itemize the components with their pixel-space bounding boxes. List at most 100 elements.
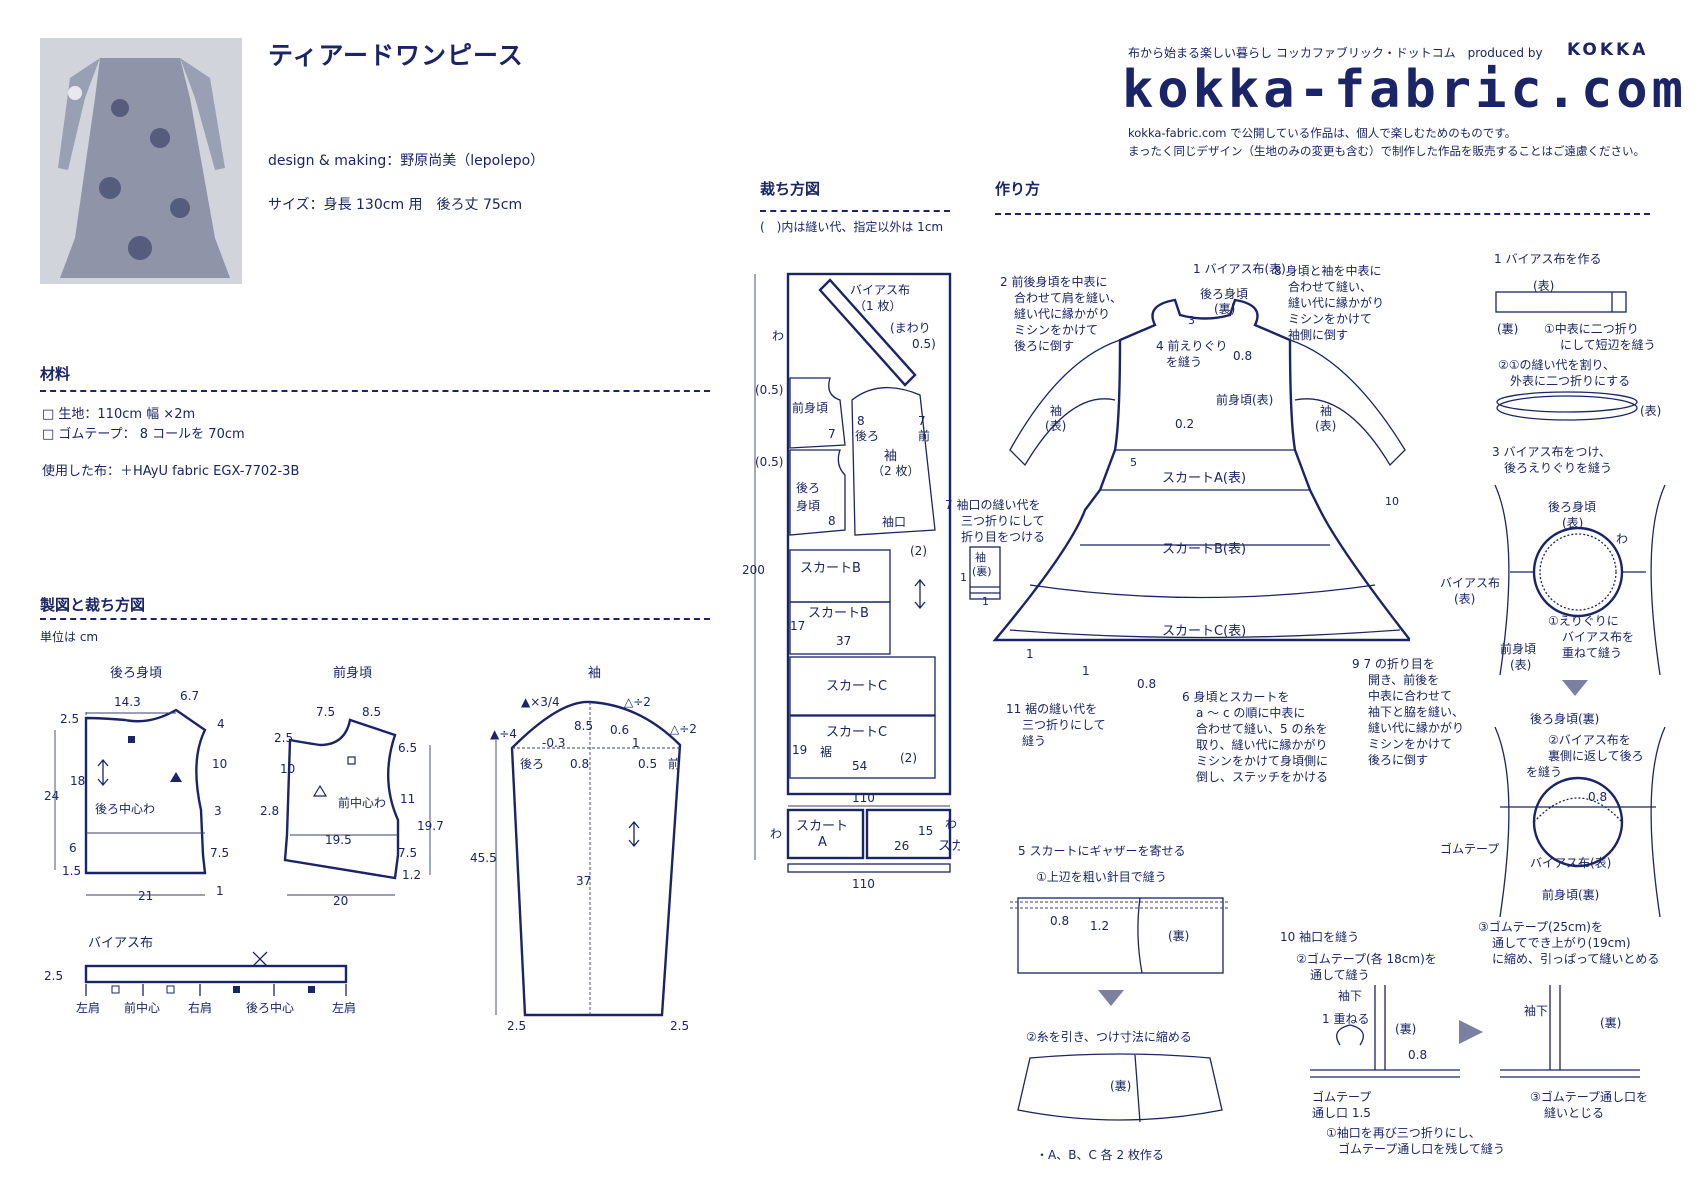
step-7-line-2: 三つ折りにして (961, 514, 1045, 528)
svg-text:前身頃: 前身頃 (792, 400, 828, 415)
neck2-step-a: ②バイアス布を (1548, 733, 1631, 747)
howto-divider (995, 213, 1650, 215)
neck-back-label: 後ろ身頃 (1548, 500, 1597, 514)
product-photo (40, 38, 242, 284)
svg-text:0.5): 0.5) (912, 337, 936, 351)
notice-2: まったく同じデザイン（生地のみの変更も含む）で制作した作品を販売することはご遠慮… (1128, 144, 1646, 158)
svg-text:15: 15 (918, 824, 933, 838)
svg-text:1: 1 (1082, 664, 1090, 678)
bias-make-diagram (1495, 291, 1638, 421)
neck2-front: 前身頃(裏) (1542, 888, 1600, 902)
svg-text:1: 1 (216, 884, 224, 898)
svg-text:袖: 袖 (1050, 403, 1062, 418)
pattern-divider (40, 618, 710, 620)
svg-text:4 前えりぐり: 4 前えりぐり (1156, 338, 1227, 353)
svg-text:110: 110 (852, 877, 875, 891)
neck2-step-c: を縫う (1526, 765, 1563, 779)
svg-text:1: 1 (982, 595, 989, 605)
neck-step-3c: ①えりぐりに (1548, 614, 1619, 628)
svg-text:7.5: 7.5 (210, 846, 229, 860)
cut-skirt-c-1 (789, 656, 936, 716)
cut-sleeve (851, 386, 936, 536)
pattern-drafts: 後ろ身頃 14.3 6.7 2.5 4 10 18 24 3 6 7.5 1.5… (44, 665, 697, 1033)
svg-text:0.8: 0.8 (1233, 349, 1252, 363)
svg-text:11: 11 (400, 792, 415, 806)
svg-text:スカートA(表): スカートA(表) (1162, 471, 1246, 486)
svg-text:(2): (2) (910, 544, 927, 558)
svg-text:袖: 袖 (884, 449, 897, 464)
arrow-down-icon-2 (1562, 680, 1588, 696)
step-10-c1-line1: ①袖口を再び三つ折りにし、 (1326, 1126, 1481, 1140)
svg-text:3: 3 (1188, 314, 1195, 327)
material-fabric: □ 生地：110cm 幅 ×2m (42, 407, 196, 422)
svg-text:6: 6 (69, 841, 77, 855)
svg-text:を縫う: を縫う (1166, 354, 1202, 369)
neck-back-label-2: (表) (1562, 516, 1584, 530)
svg-text:2.5: 2.5 (507, 1019, 526, 1033)
svg-text:(0.5): (0.5) (755, 455, 783, 469)
size-info: サイズ：身長 130cm 用 後ろ丈 75cm (268, 197, 523, 213)
svg-text:20: 20 (333, 894, 348, 908)
svg-text:スカート: スカート (938, 839, 960, 854)
cuff-elastic-label: ゴムテープ (1312, 1090, 1372, 1104)
design-credit: design & making：野原尚美（lepolepo） (268, 153, 545, 169)
fabric-used: 使用した布：＋HAyU fabric EGX-7702-3B (42, 464, 300, 479)
svg-text:8.5: 8.5 (362, 705, 381, 719)
step-2-line-1: 2 前後身頃を中表に (1000, 275, 1108, 289)
svg-text:袖下: 袖下 (1338, 988, 1362, 1003)
bias-step-1b: にして短辺を縫う (1560, 338, 1656, 352)
step-6-line-1: 6 身頃とスカートを (1182, 690, 1290, 704)
svg-text:△÷2: △÷2 (624, 695, 651, 709)
step-10-c1-line2: ゴムテープ通し口を残して縫う (1338, 1142, 1505, 1156)
cuff-elastic-label-2: 通し口 1.5 (1312, 1106, 1371, 1120)
bias-strip-shape (84, 964, 348, 984)
step-11-line-3: 縫う (1022, 734, 1047, 748)
svg-text:後ろ: 後ろ (855, 429, 879, 443)
svg-text:7: 7 (828, 427, 836, 441)
svg-text:(裏): (裏) (972, 564, 992, 578)
svg-text:24: 24 (44, 789, 59, 803)
neck-step-3e: 重ねて縫う (1562, 646, 1623, 660)
svg-text:(まわり: (まわり (890, 321, 931, 335)
svg-text:0.8: 0.8 (570, 757, 589, 771)
step-10-c2-line1: ②ゴムテープ(各 18cm)を (1296, 952, 1437, 966)
svg-text:7.5: 7.5 (398, 846, 417, 860)
step-8-line-2: 合わせて縫い、 (1288, 280, 1373, 294)
svg-text:(裏): (裏) (1395, 1021, 1416, 1036)
svg-text:14.3: 14.3 (114, 695, 141, 709)
notice-1: kokka-fabric.com で公開している作品は、個人で楽しむためのもので… (1128, 126, 1517, 140)
pattern-heading: 製図と裁ち方図 (40, 596, 146, 614)
svg-text:37: 37 (836, 634, 851, 648)
svg-text:1: 1 (632, 736, 640, 750)
sleeve-shape (510, 700, 682, 1017)
step-9-line-4: 袖下と脇を縫い、 (1368, 705, 1465, 719)
cut-front (789, 377, 846, 449)
dress-assembly-diagram: 1 バイアス布(表) 後ろ身頃 (裏) 3 4 前えりぐり を縫う 0.8 前身… (992, 262, 1410, 691)
brand-name: KOKKA (1567, 40, 1649, 60)
page-title: ティアードワンピース (268, 41, 524, 70)
svg-text:後ろ身頃: 後ろ身頃 (1200, 286, 1248, 301)
arrow-down-icon (1098, 990, 1124, 1006)
cutting-layout-diagram: 200 バイアス布 （1 枚） (まわり 0.5) わ (0.5) (0.5) … (742, 272, 960, 891)
step-9-line-5: 縫い代に縁かがり (1368, 721, 1465, 735)
materials-heading: 材料 (40, 365, 71, 383)
bias-step-2a: ②①の縫い代を割り、 (1498, 358, 1616, 372)
svg-text:前中心: 前中心 (124, 1000, 160, 1015)
svg-text:スカートC: スカートC (826, 679, 887, 694)
neck-front-label: 前身頃 (1500, 642, 1537, 656)
svg-text:△÷2: △÷2 (670, 722, 697, 736)
right-sleeve (1289, 339, 1406, 467)
svg-text:45.5: 45.5 (470, 851, 497, 865)
step-9-line-7: 後ろに倒す (1368, 753, 1429, 767)
svg-text:17: 17 (790, 619, 805, 633)
neck-step-3d: バイアス布を (1562, 630, 1635, 644)
sleeve-label: 袖 (588, 666, 601, 681)
svg-text:左肩: 左肩 (332, 1000, 356, 1015)
svg-text:前: 前 (918, 428, 930, 443)
step-9-line-2: 開き、前後を (1368, 673, 1440, 687)
cutting-note: ( )内は縫い代、指定以外は 1cm (760, 220, 944, 234)
svg-text:わ: わ (770, 827, 782, 841)
svg-text:1.5: 1.5 (62, 864, 81, 878)
svg-text:0.5: 0.5 (638, 757, 657, 771)
step-5-b: ②糸を引き、つけ寸法に縮める (1026, 1030, 1192, 1044)
